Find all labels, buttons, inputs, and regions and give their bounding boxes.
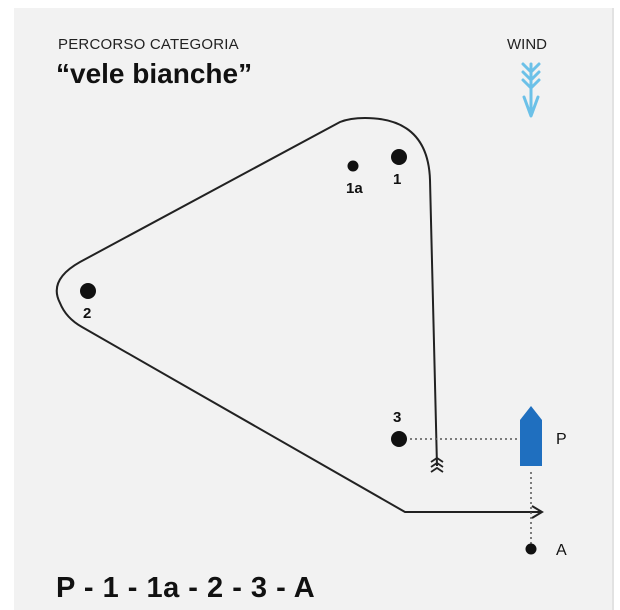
- finish-arrowhead-icon: [531, 505, 544, 519]
- course-sequence: P - 1 - 1a - 2 - 3 - A: [56, 572, 316, 604]
- mark-a-buoy: [525, 543, 537, 555]
- route-start-feather-icon: [430, 456, 444, 473]
- course-name-title: “vele bianche”: [56, 58, 253, 89]
- course-panel: [14, 8, 614, 610]
- start-p-label: P: [556, 431, 567, 448]
- mark-1a-label: 1a: [346, 180, 363, 197]
- wind-arrow-icon: [521, 62, 541, 118]
- mark-2-buoy: [80, 283, 96, 299]
- mark-3-label: 3: [393, 409, 401, 426]
- finish-a-label: A: [556, 542, 567, 559]
- committee-boat-icon: [520, 406, 542, 466]
- wind-label: WIND: [507, 36, 547, 53]
- mark-1-buoy: [391, 149, 407, 165]
- panel-edge: [612, 8, 614, 610]
- mark-2-label: 2: [83, 305, 91, 322]
- mark-1a-buoy: [347, 160, 359, 172]
- mark-1-label: 1: [393, 171, 401, 188]
- mark-3-buoy: [391, 431, 407, 447]
- course-route-line: [55, 116, 540, 513]
- course-category-label: PERCORSO CATEGORIA: [58, 36, 239, 53]
